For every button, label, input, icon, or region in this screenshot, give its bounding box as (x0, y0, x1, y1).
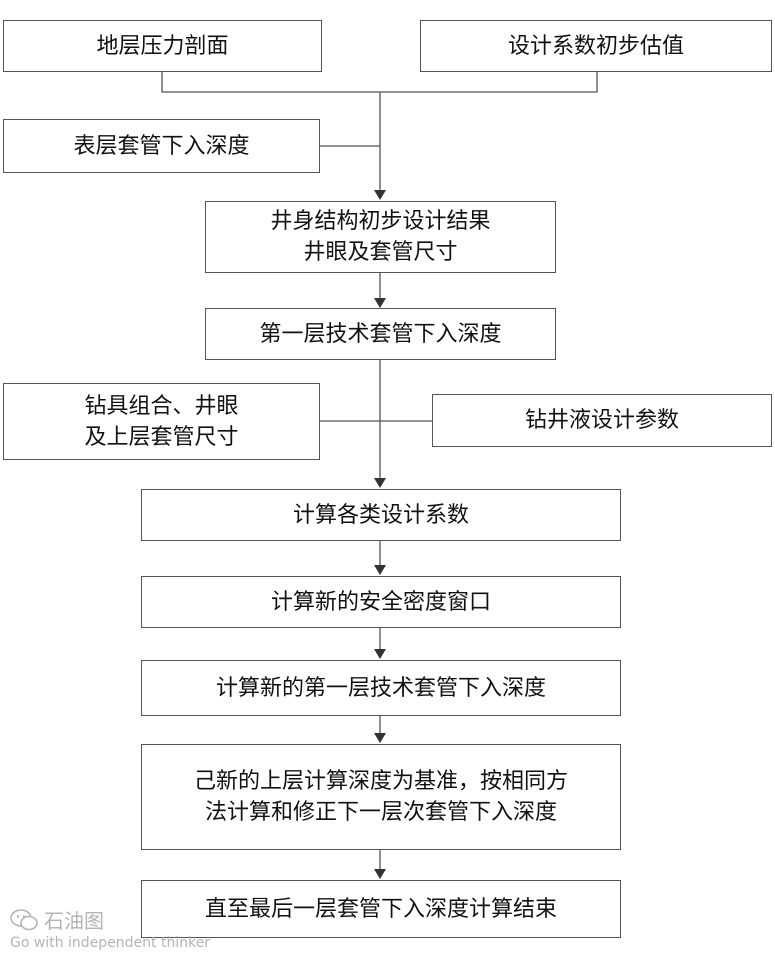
watermark-tagline: Go with independent thinker (10, 935, 211, 951)
node-bha: 钻具组合、井眼 及上层套管尺寸 (3, 383, 320, 460)
node-label: 钻井液设计参数 (524, 408, 679, 433)
node-formation-pressure: 地层压力剖面 (3, 20, 322, 72)
node-label: 计算新的第一层技术套管下入深度 (215, 675, 546, 701)
node-label: 表层套管下入深度 (73, 133, 250, 159)
wechat-icon (10, 909, 38, 931)
node-label: 设计系数初步估值 (507, 33, 684, 59)
node-label-line1: 己新的上层计算深度为基准，按相同方 (193, 769, 568, 794)
watermark-brand: 石油图 (44, 909, 104, 933)
node-first-tech-casing-depth: 第一层技术套管下入深度 (205, 308, 556, 360)
node-label: 计算各类设计系数 (292, 502, 469, 528)
node-label-line2: 井眼及套管尺寸 (303, 240, 458, 265)
node-iterate: 己新的上层计算深度为基准，按相同方 法计算和修正下一层次套管下入深度 (141, 744, 621, 850)
node-label: 地层压力剖面 (96, 33, 229, 59)
node-design-coeff-estimate: 设计系数初步估值 (420, 20, 772, 72)
node-calc-new-first-depth: 计算新的第一层技术套管下入深度 (141, 660, 621, 716)
node-label: 直至最后一层套管下入深度计算结束 (204, 896, 557, 922)
node-label: 计算新的安全密度窗口 (270, 589, 491, 615)
node-calc-density-window: 计算新的安全密度窗口 (141, 576, 621, 628)
node-label-line2: 及上层套管尺寸 (84, 424, 239, 450)
node-label-line2: 法计算和修正下一层次套管下入深度 (204, 800, 557, 825)
node-end: 直至最后一层套管下入深度计算结束 (141, 880, 621, 938)
node-surface-casing-depth: 表层套管下入深度 (3, 119, 320, 173)
node-drilling-fluid-params: 钻井液设计参数 (432, 394, 772, 447)
node-calc-coefficients: 计算各类设计系数 (141, 489, 621, 541)
connector-top-merge (161, 72, 598, 93)
watermark: 石油图 Go with independent thinker (8, 905, 228, 955)
node-label-line1: 钻具组合、井眼 (84, 393, 239, 419)
node-label: 第一层技术套管下入深度 (259, 321, 502, 347)
node-wellbore-prelim: 井身结构初步设计结果 井眼及套管尺寸 (205, 201, 556, 273)
node-label-line1: 井身结构初步设计结果 (270, 209, 491, 234)
